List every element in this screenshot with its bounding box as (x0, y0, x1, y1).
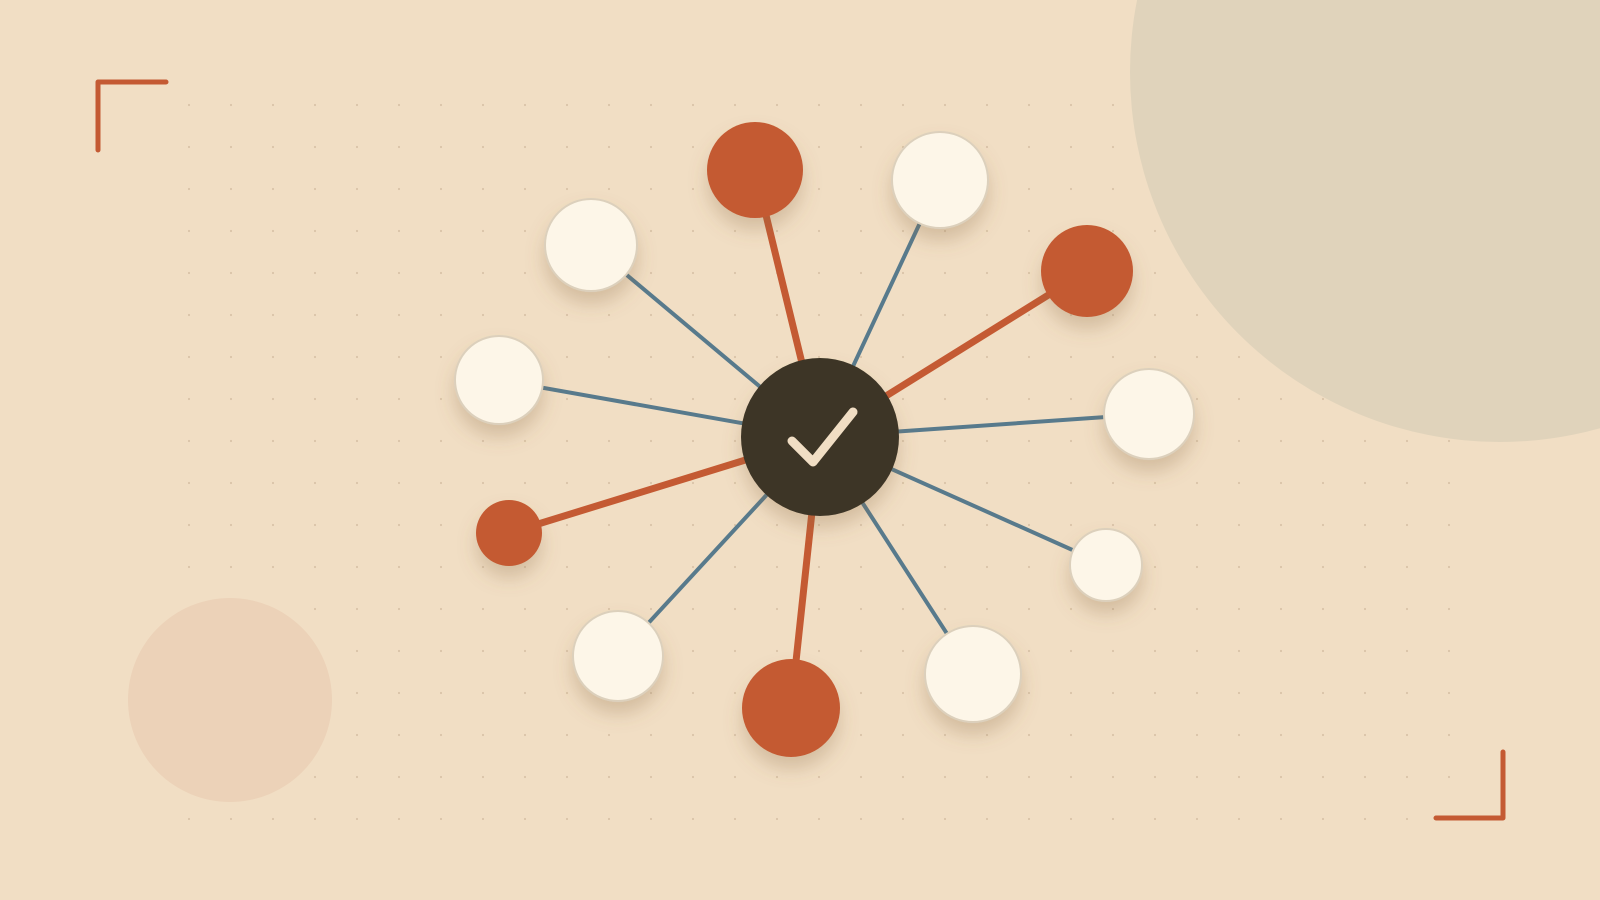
large-background-blob (1130, 0, 1600, 442)
node-7 (476, 500, 542, 566)
satellite-nodes (454, 122, 1195, 757)
corner-bracket-bottom-right-icon (1433, 749, 1506, 821)
node-11 (924, 625, 1022, 723)
node-9 (572, 610, 664, 702)
node-10 (742, 659, 840, 757)
node-5 (454, 335, 544, 425)
check-icon (787, 407, 858, 467)
node-1 (544, 198, 638, 292)
node-3 (891, 131, 989, 229)
node-6 (1103, 368, 1195, 460)
node-8 (1069, 528, 1143, 602)
small-background-blob (128, 598, 332, 802)
node-4 (1041, 225, 1133, 317)
hub-circle (741, 358, 899, 516)
hub-node (741, 358, 899, 516)
node-2 (707, 122, 803, 218)
corner-bracket-top-left-icon (95, 79, 169, 153)
